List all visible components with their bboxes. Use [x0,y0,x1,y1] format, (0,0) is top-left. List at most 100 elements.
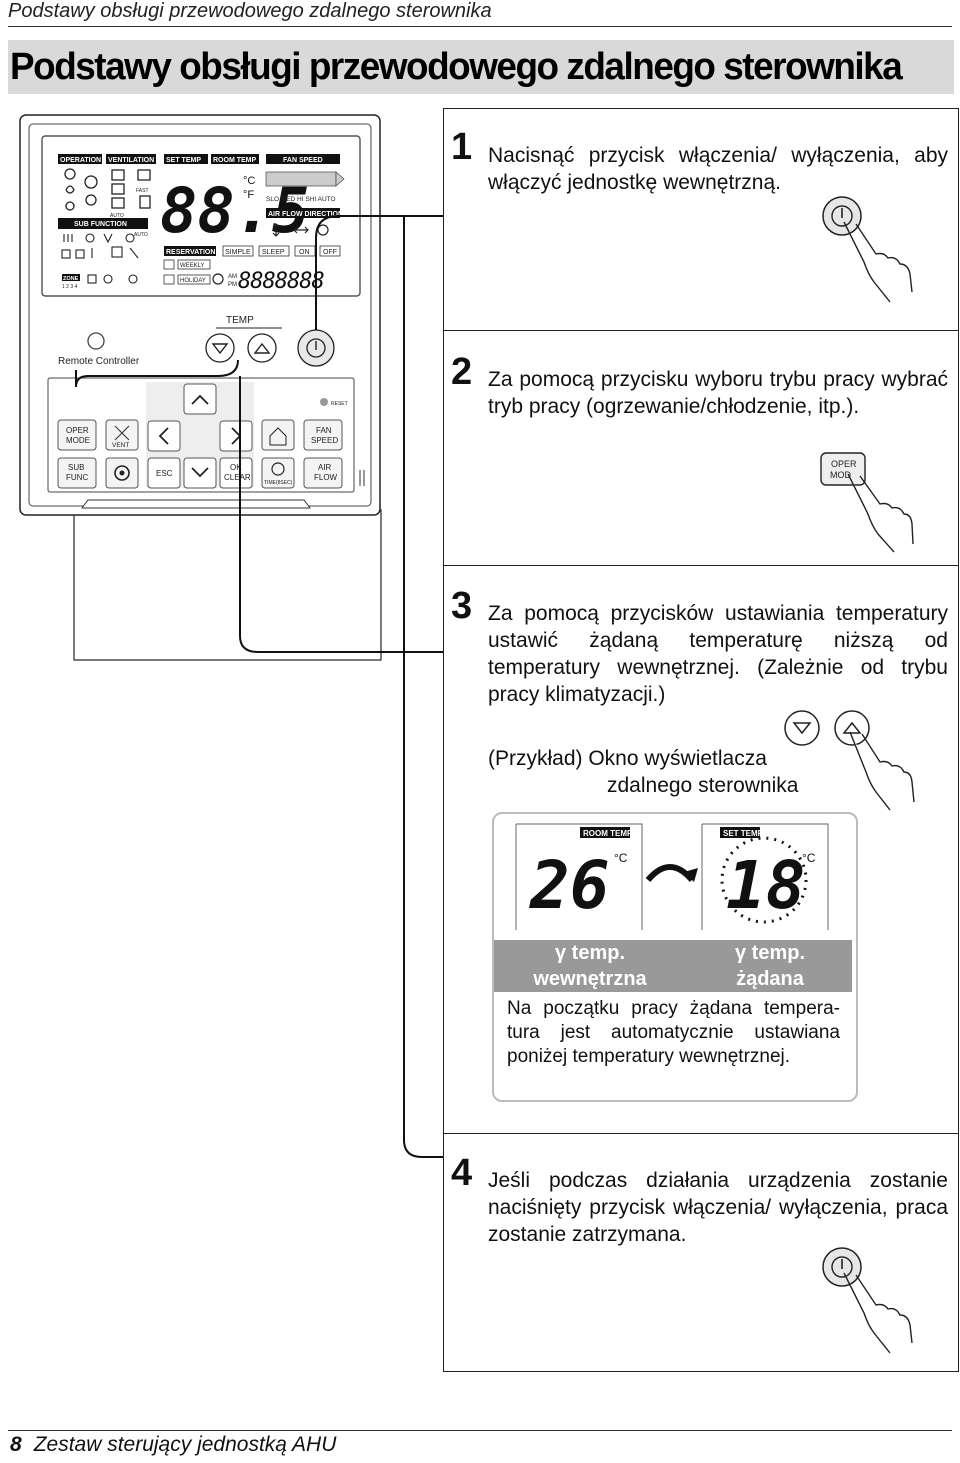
svg-text:FAN: FAN [316,426,332,435]
footer-title: Zestaw sterujący jednostką AHU [33,1433,337,1456]
vent-fast-icon [137,169,151,181]
fan-speed-bars [265,171,345,187]
svg-text:TIME(8SEC): TIME(8SEC) [264,480,293,486]
footer-divider [8,1430,952,1431]
clock-icon [212,273,224,285]
room-temp-display: ROOM TEMP 26 °C [515,823,643,930]
sub-func-button[interactable]: SUB FUNC [57,457,97,489]
step-2-press-illustration: OPER MOD [820,452,914,553]
step-3-number: 3 [451,585,473,627]
pointing-hand-icon [849,731,915,811]
vent-icon-1 [111,169,125,181]
blinking-indicator [720,836,808,924]
room-temp-tag: ROOM TEMP [583,829,633,838]
lcd-set-temp: SET TEMP [166,157,201,164]
settings-button[interactable] [105,457,139,489]
running-header: Podstawy obsługi przewodowego zdalnego s… [8,0,492,22]
temp-down-button-icon [784,710,820,746]
example-caption-line-1: (Przykład) Okno wyświetlacza [488,747,767,770]
down-arrow-button[interactable] [183,457,217,489]
temp-down-button[interactable] [205,333,235,363]
vent-button[interactable]: VENT [105,419,139,451]
reset-hole [320,398,328,406]
side-grip [359,470,365,486]
swing-icon [317,224,329,236]
svg-text:MODE: MODE [66,436,90,445]
lcd-tag-reservation [164,246,216,256]
label-set-temp-line-1: γ temp. [734,942,806,964]
ok-clear-button[interactable]: OK CLEAR [219,457,253,489]
step-2-text: Za pomocą przycisku wyboru trybu pracy w… [488,368,948,418]
esc-button[interactable]: ESC [147,457,181,489]
controller-bottom-bezel [81,499,311,509]
leader-step-2-bracket [75,359,239,388]
gear-icon [114,465,130,481]
step-1-press-illustration [822,196,913,303]
lcd-fan-speed: FAN SPEED [283,157,323,164]
lcd-tag-set-temp [164,154,208,164]
humid-icon [61,249,71,259]
room-temp-value: 26 [529,847,609,924]
lcd-tag-air-flow [266,208,340,218]
page-number: 8 [10,1433,22,1456]
lcd-simple: SIMPLE [225,249,251,256]
right-arrow-button[interactable] [219,420,253,452]
fan-speed-button[interactable]: FAN SPEED [303,419,343,451]
lcd-holiday: HOLIDAY [180,278,206,284]
label-set-temp-line-2: żądana [736,968,804,990]
step-4-text: Jeśli podczas działania urządzenia zosta… [488,1169,948,1246]
vent-icon-2 [111,183,125,195]
svg-text:FUNC: FUNC [66,473,88,482]
step-3-press-illustration [784,710,915,811]
up-arrow-button[interactable] [183,383,217,415]
oper-mode-button-icon [820,452,866,486]
lock-icon [129,247,139,259]
time-button[interactable]: TIME(8SEC) [261,457,295,489]
temp-label: TEMP [226,315,254,326]
lcd-fan-levels: SLO MED HI SHI AUTO [266,196,336,203]
example-caption-line-2: zdalnego sterownika [607,774,799,797]
lcd-ventilation: VENTILATION [108,157,154,164]
lcd-tag-sub-function [58,218,148,229]
oper-mode-button[interactable]: OPER MODE [57,419,97,451]
dry-icon [65,185,75,194]
fan-icon [85,194,97,206]
svg-text:VENT: VENT [112,442,129,449]
reservation-tags [163,245,341,285]
lcd-sub-function: SUB FUNCTION [74,221,127,228]
no-fan-icon [103,274,113,284]
lcd-air-flow-direction: AIR FLOW DIRECTION [268,211,343,218]
temp-up-button[interactable] [247,333,277,363]
page-title: Podstawy obsługi przewodowego zdalnego s… [10,46,903,88]
power-button[interactable] [297,329,335,367]
step-4-box [443,1133,959,1372]
svg-text:OPER: OPER [66,426,89,435]
lcd-operation: OPERATION [60,157,101,164]
lcd-tag-room-temp [211,154,259,164]
clock-icon [271,462,285,476]
pointing-hand-icon [847,473,914,553]
remote-controller-illustration: OPERATION VENTILATION SET TEMP ROOM TEMP… [19,114,446,1158]
label-room-temp-line-2: wewnętrzna [533,968,647,990]
step-4-number: 4 [451,1152,473,1194]
lcd-tag-zone [62,274,80,281]
set-temp-tag: SET TEMP [723,829,764,838]
step-2-number: 2 [451,351,473,393]
label-room-temp: γ temp. wewnętrzna [510,940,670,992]
air-flow-button[interactable]: AIR FLOW [303,457,343,489]
leader-step-1 [315,215,446,330]
left-arrow-button[interactable] [147,420,181,452]
zone-grid-icon [87,274,97,284]
plasma-icon [85,233,95,243]
vent-icon-3 [111,197,125,209]
lcd-tag-fan-speed [266,154,340,164]
mod-label: MOD [830,470,851,480]
step-1-text: Nacisnąć przycisk włączenia/ wyłączenia,… [488,144,948,194]
fan-auto-icon [125,233,135,243]
oper-label: OPER [831,459,857,469]
transition-arrow-icon [645,864,695,883]
lcd-auto-vent: AUTO [110,213,124,219]
home-lock-button[interactable] [261,419,295,451]
lcd-tag-ventilation [106,154,156,164]
example-label-band [494,940,852,992]
